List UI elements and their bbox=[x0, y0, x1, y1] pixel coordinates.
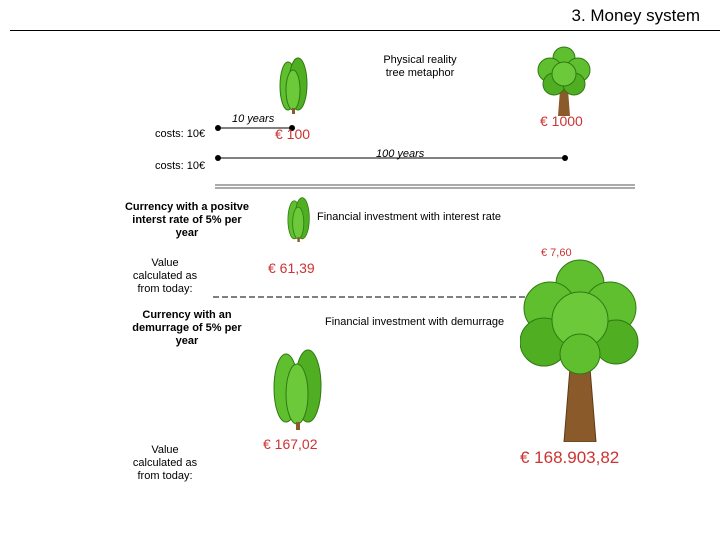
physical-reality-heading: Physical reality tree metaphor bbox=[383, 54, 457, 79]
timeline-100-end-dot bbox=[562, 155, 568, 161]
value-small-tree: € 100 bbox=[275, 126, 311, 142]
small-tree-icon bbox=[273, 349, 322, 430]
positive-value-label: Value calculated as from today: bbox=[132, 257, 198, 295]
demurrage-value-small: € 167,02 bbox=[263, 436, 318, 452]
timeline-100-start-dot bbox=[215, 155, 221, 161]
large-tree-icon bbox=[520, 259, 639, 442]
small-tree-icon bbox=[279, 57, 308, 114]
positive-value-small: € 61,39 bbox=[268, 260, 315, 276]
title-divider bbox=[10, 30, 720, 31]
years-label-100: 100 years bbox=[376, 148, 425, 160]
value-big-tree: € 1000 bbox=[540, 113, 583, 129]
timeline-start-dot bbox=[215, 125, 221, 131]
demurrage-value-big: € 168.903,82 bbox=[520, 448, 620, 467]
large-tree-icon bbox=[537, 46, 591, 116]
small-tree-icon bbox=[287, 197, 310, 242]
costs-label-1: costs: 10€ bbox=[155, 128, 206, 140]
positive-currency-label: Currency with a positve interst rate of … bbox=[124, 201, 250, 239]
demurrage-investment-label: Financial investment with demurrage bbox=[325, 316, 505, 328]
demurrage-currency-label: Currency with an demurrage of 5% per yea… bbox=[132, 309, 242, 347]
demurrage-value-label: Value calculated as from today: bbox=[132, 444, 198, 482]
years-label-10: 10 years bbox=[232, 113, 275, 125]
costs-label-2: costs: 10€ bbox=[155, 160, 206, 172]
interest-investment-label: Financial investment with interest rate bbox=[317, 211, 502, 223]
timeline-end-dot bbox=[289, 125, 295, 131]
page-title: 3. Money system bbox=[571, 6, 701, 25]
positive-value-big: € 7,60 bbox=[541, 247, 572, 259]
